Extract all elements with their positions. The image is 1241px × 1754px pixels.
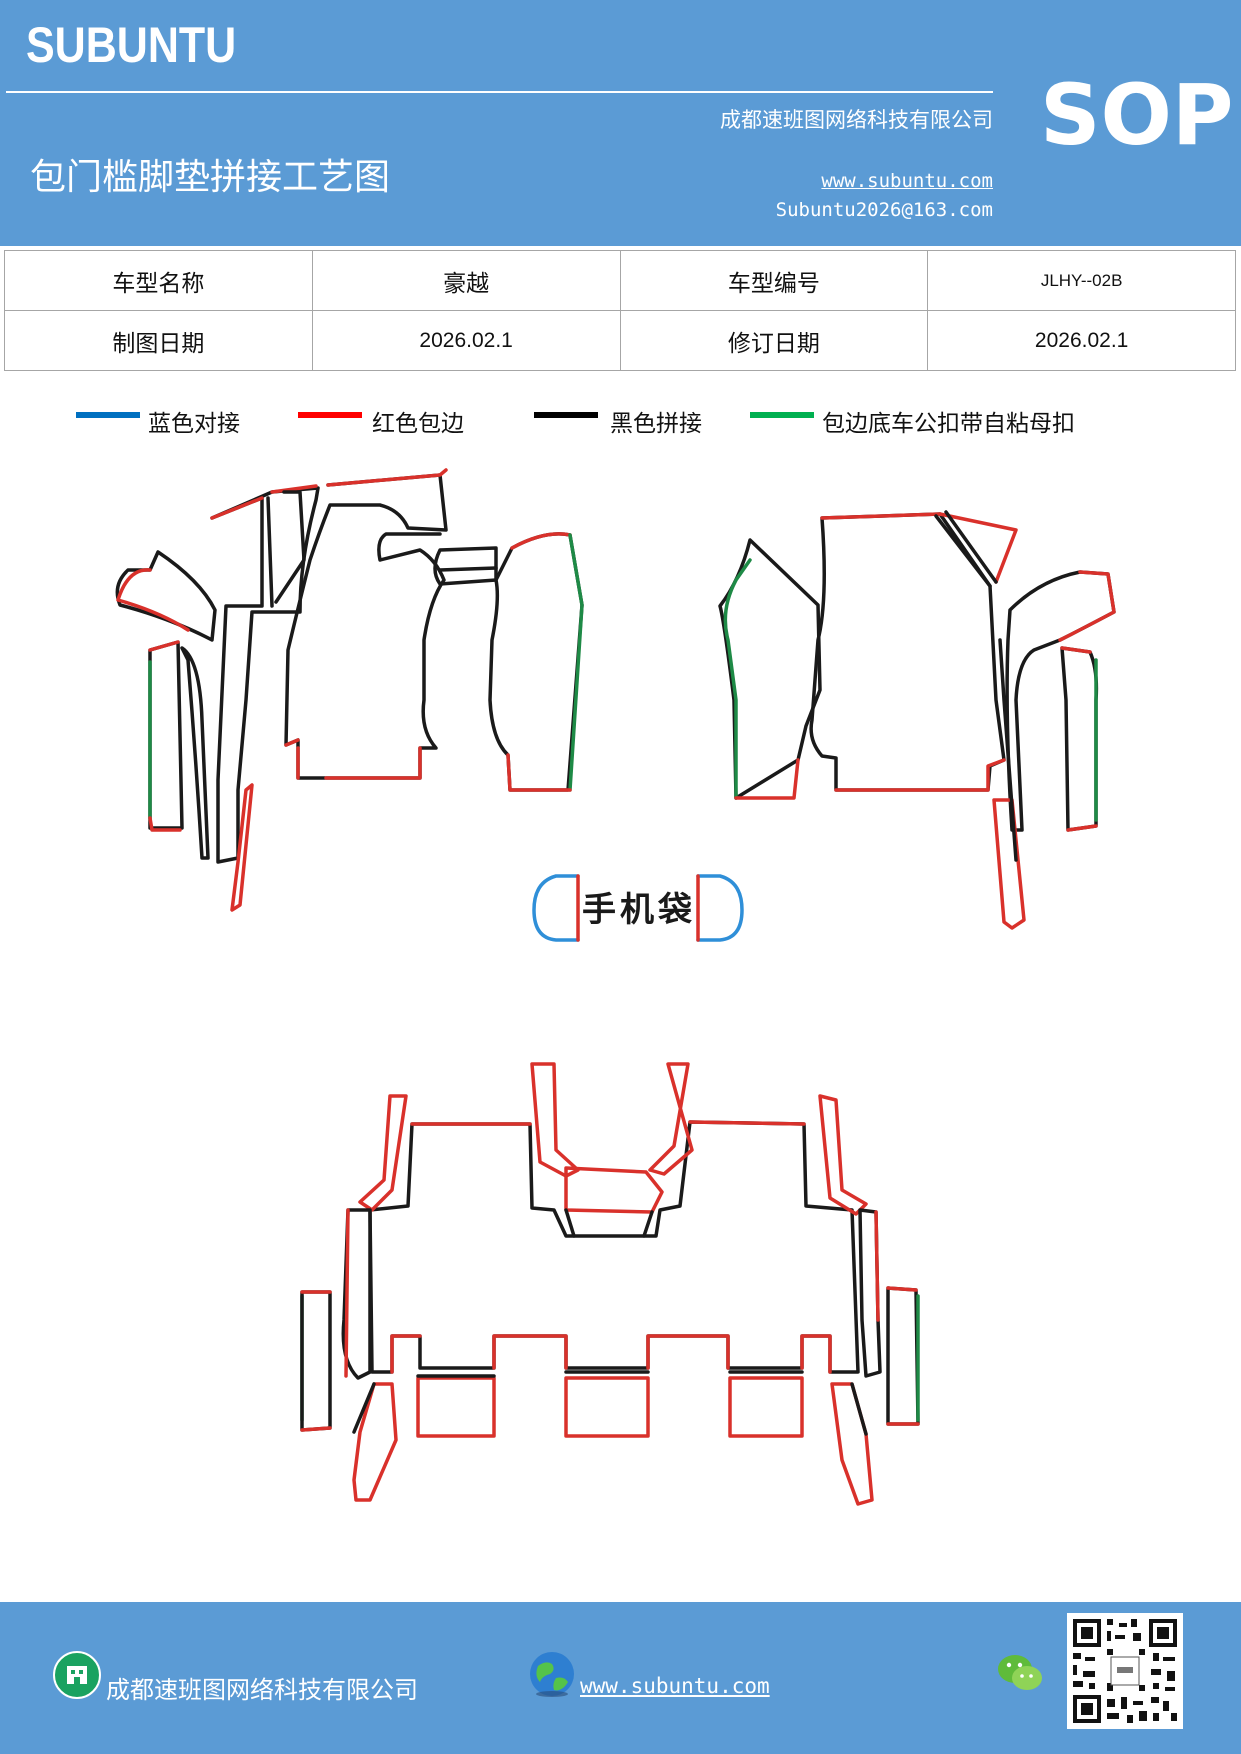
- page-title: 包门槛脚垫拼接工艺图: [30, 157, 391, 198]
- legend-label: 黑色拼接: [610, 411, 702, 437]
- draw-date-label: 制图日期: [4, 310, 313, 371]
- wechat-icon: [998, 1655, 1042, 1690]
- table-row: 车型名称 豪越 车型编号 JLHY--02B: [4, 250, 1236, 311]
- front-right-pieces: [718, 510, 1116, 930]
- qr-code: [1067, 1613, 1183, 1729]
- floor-mat-diagram: [115, 468, 1116, 1506]
- legend-swatch-green: [750, 412, 814, 418]
- brand-logo: SUBUNTU: [26, 17, 237, 73]
- header-website-link[interactable]: www.subuntu.com: [821, 170, 993, 192]
- building-icon: [53, 1651, 101, 1699]
- revise-date-label: 修订日期: [619, 310, 929, 371]
- vehicle-info-table: 车型名称 豪越 车型编号 JLHY--02B 制图日期 2026.02.1 修订…: [4, 250, 1236, 371]
- legend-label: 红色包边: [372, 411, 464, 437]
- legend-label: 包边底车公扣带自粘母扣: [822, 411, 1075, 437]
- front-left-pieces: [115, 468, 584, 912]
- sop-label: SOP: [1040, 66, 1234, 164]
- table-row: 制图日期 2026.02.1 修订日期 2026.02.1: [4, 310, 1236, 371]
- header-company: 成都速班图网络科技有限公司: [720, 108, 993, 132]
- model-name-label: 车型名称: [4, 250, 313, 311]
- phone-pocket-label: 手机袋: [582, 890, 696, 930]
- rear-pieces: [300, 1062, 920, 1506]
- footer-website-link[interactable]: www.subuntu.com: [580, 1674, 770, 1698]
- revise-date-value: 2026.02.1: [927, 310, 1236, 371]
- legend-label: 蓝色对接: [148, 411, 240, 437]
- header-email: Subuntu2026@163.com: [775, 199, 993, 221]
- header-divider: [6, 91, 993, 93]
- model-name-value: 豪越: [311, 250, 621, 311]
- footer-company: 成都速班图网络科技有限公司: [106, 1676, 418, 1704]
- model-code-label: 车型编号: [619, 250, 929, 311]
- draw-date-value: 2026.02.1: [311, 310, 621, 371]
- legend-swatch-black: [534, 412, 598, 418]
- header-banner: [0, 0, 1241, 246]
- legend-swatch-blue: [76, 412, 140, 418]
- globe-icon: [530, 1652, 574, 1697]
- phone-pocket: [532, 874, 744, 942]
- model-code-value: JLHY--02B: [927, 250, 1236, 311]
- legend-swatch-red: [298, 412, 362, 418]
